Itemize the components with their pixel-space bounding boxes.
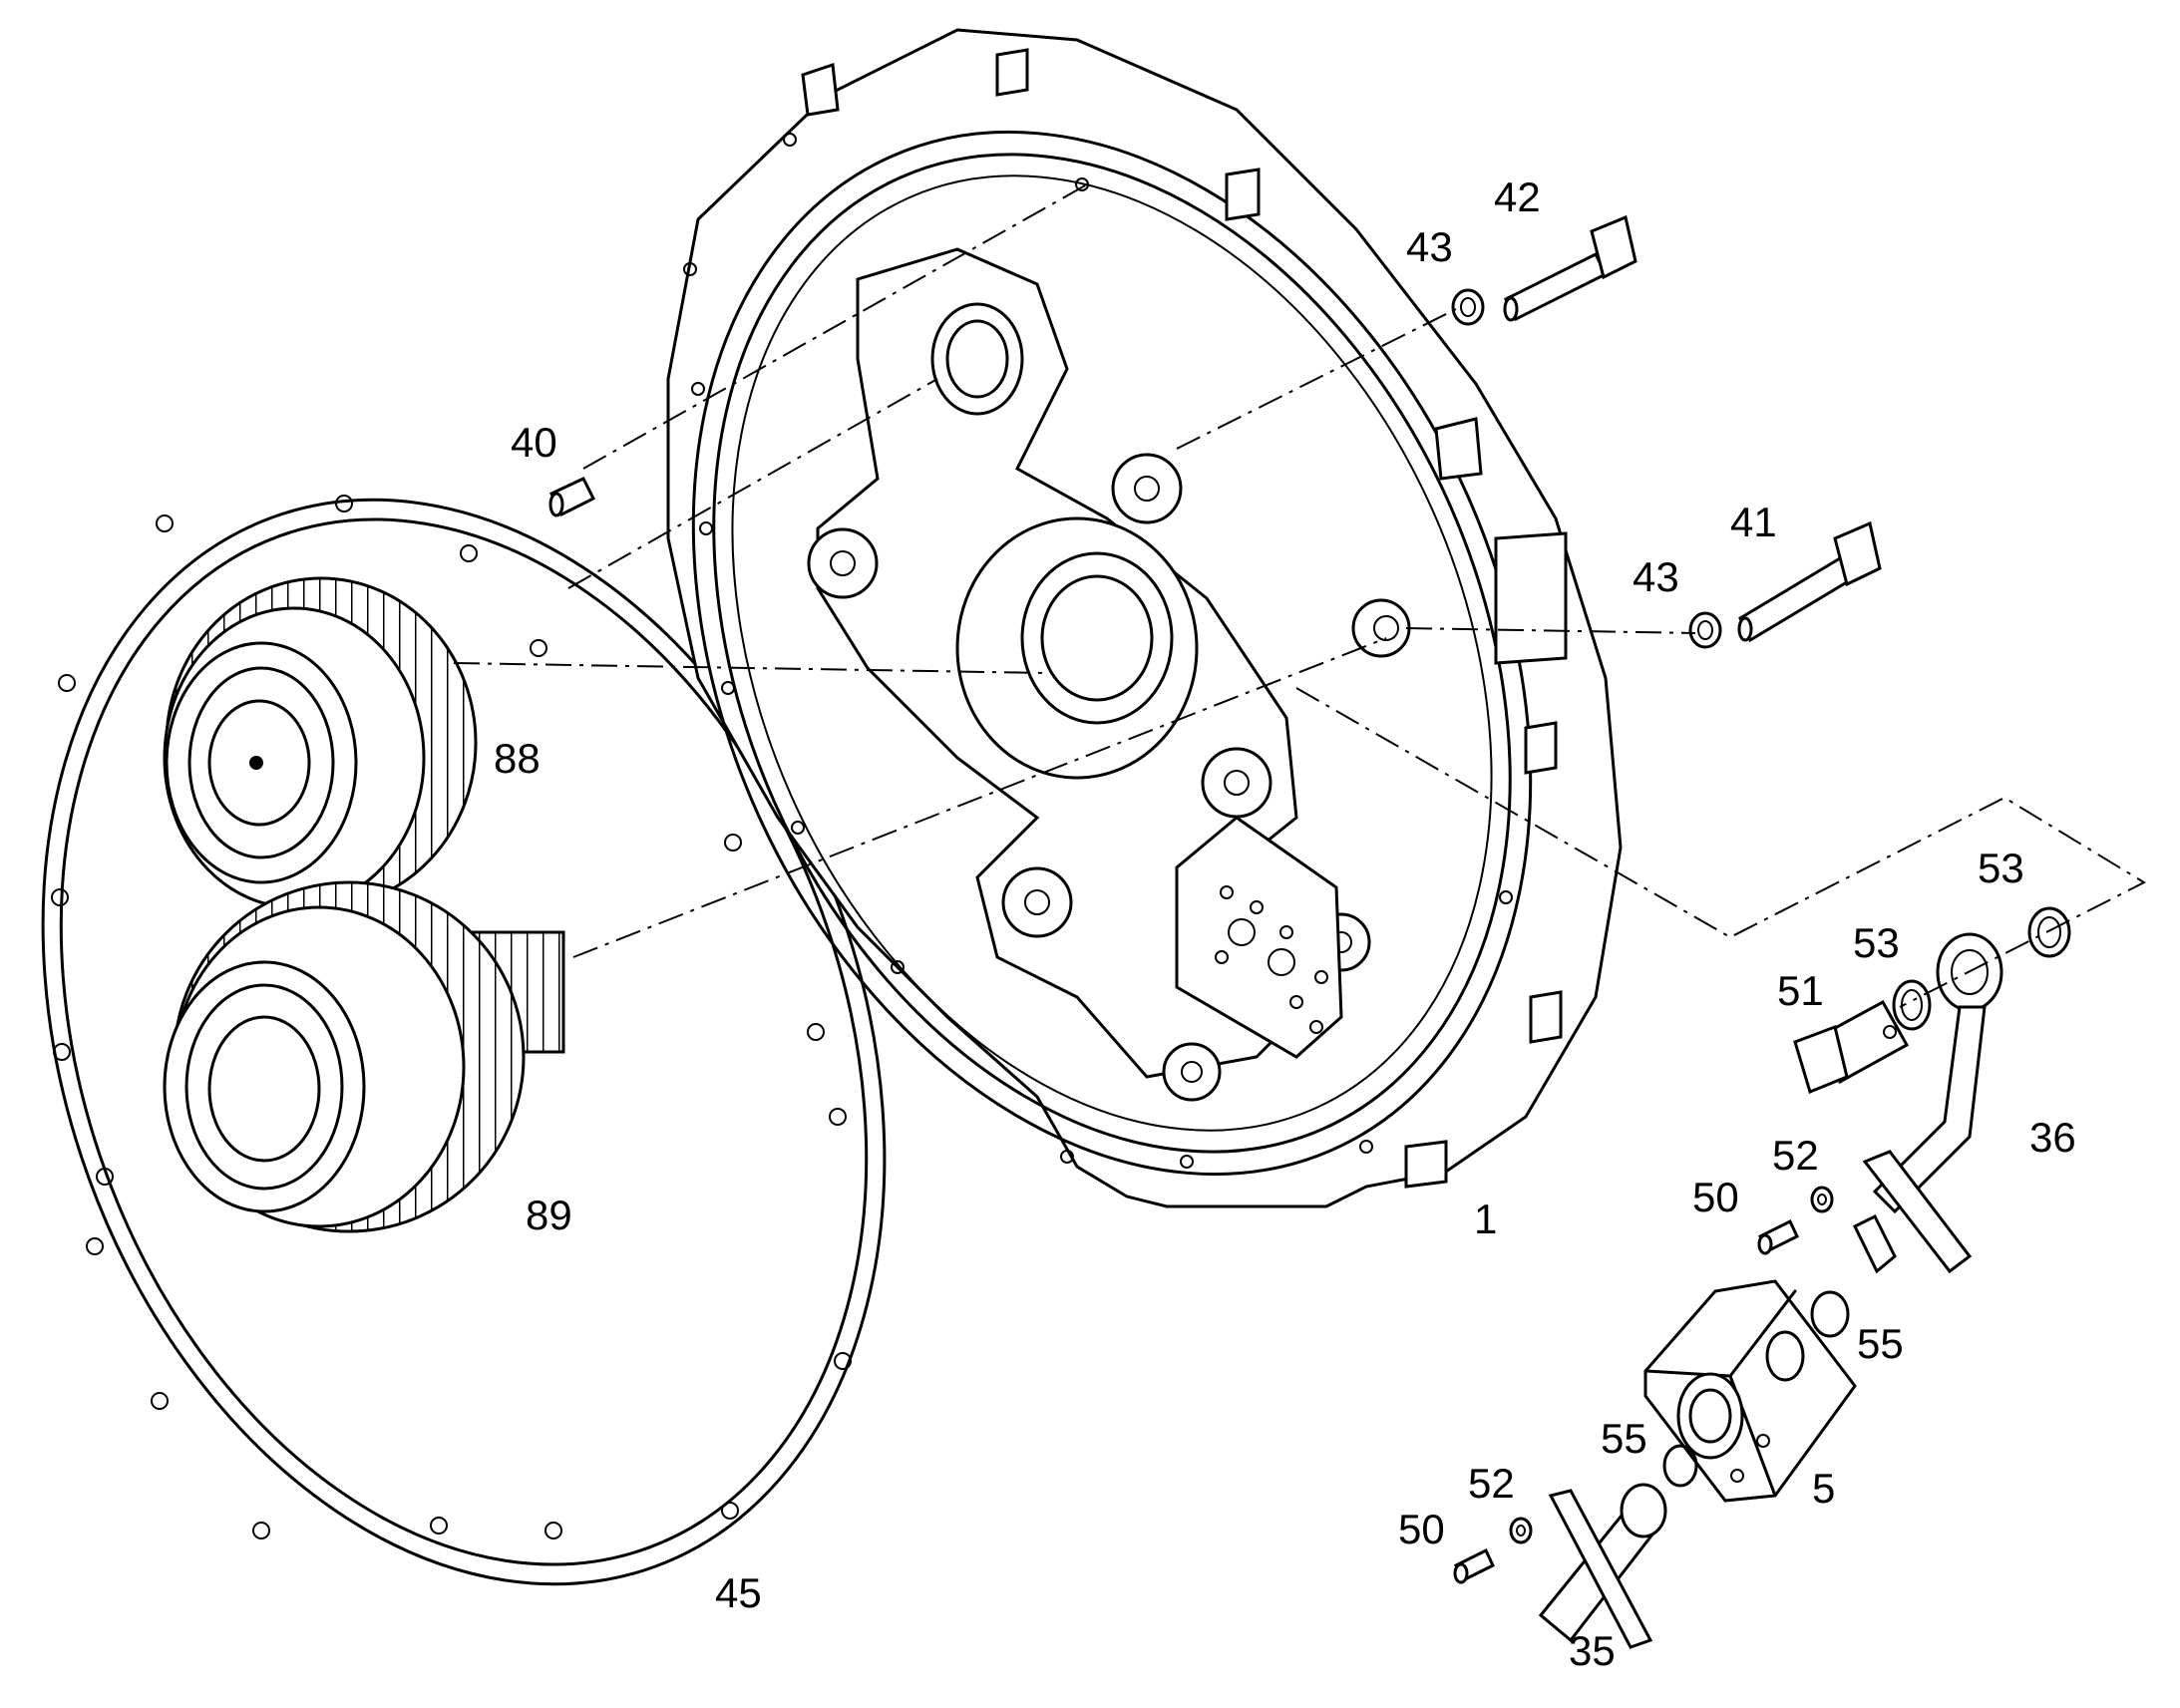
callout-43-lower: 43 [1633, 553, 1679, 600]
housing-part-1 [666, 28, 1623, 1208]
callout-labels: 1 5 35 36 40 41 42 43 43 45 50 50 51 52 … [494, 173, 2076, 1674]
callout-52-lower: 52 [1468, 1460, 1515, 1507]
washer-part-43-upper [1451, 288, 1485, 326]
callout-43-upper: 43 [1406, 223, 1453, 270]
callout-88: 88 [494, 735, 541, 782]
screw-part-50-upper [1757, 1218, 1799, 1255]
valve-block-part-5 [1643, 1279, 1857, 1503]
seal-ring-part-53-left [1892, 979, 1932, 1031]
o-ring-part-55-lower [1662, 1444, 1698, 1488]
gear-part-89 [163, 880, 565, 1233]
callout-55-upper: 55 [1857, 1320, 1904, 1367]
dowel-pin-part-40 [548, 477, 596, 517]
gasket-part-45 [41, 495, 887, 1586]
banjo-bolt-part-51 [1793, 999, 1910, 1095]
callout-51: 51 [1777, 967, 1824, 1014]
callout-55-lower: 55 [1601, 1415, 1647, 1462]
callout-52-upper: 52 [1772, 1132, 1819, 1179]
washer-part-43-lower [1688, 611, 1722, 649]
pipe-part-36 [1852, 932, 2003, 1274]
callout-53-right: 53 [1978, 845, 2024, 891]
callout-89: 89 [526, 1192, 572, 1238]
callout-41: 41 [1730, 499, 1777, 545]
callout-40: 40 [511, 419, 557, 466]
seal-ring-part-53-right [2027, 906, 2071, 958]
screw-part-50-lower [1453, 1547, 1495, 1584]
washer-part-52-lower [1509, 1517, 1533, 1544]
callout-1: 1 [1474, 1196, 1497, 1242]
callout-45: 45 [715, 1569, 762, 1616]
gear-part-88 [163, 576, 478, 909]
pipe-part-35 [1538, 1483, 1667, 1649]
callout-53-left: 53 [1853, 919, 1900, 966]
bolt-part-42 [1503, 214, 1637, 322]
callout-36: 36 [2029, 1114, 2076, 1161]
callout-50-upper: 50 [1692, 1174, 1739, 1220]
bolt-part-41 [1737, 520, 1882, 643]
callout-42: 42 [1494, 173, 1541, 220]
washer-part-52-upper [1810, 1186, 1834, 1213]
callout-35: 35 [1569, 1627, 1616, 1674]
callout-50-lower: 50 [1398, 1506, 1445, 1552]
o-ring-part-55-upper [1810, 1290, 1850, 1338]
callout-5: 5 [1812, 1465, 1835, 1512]
assembly-lines [453, 183, 2147, 1008]
